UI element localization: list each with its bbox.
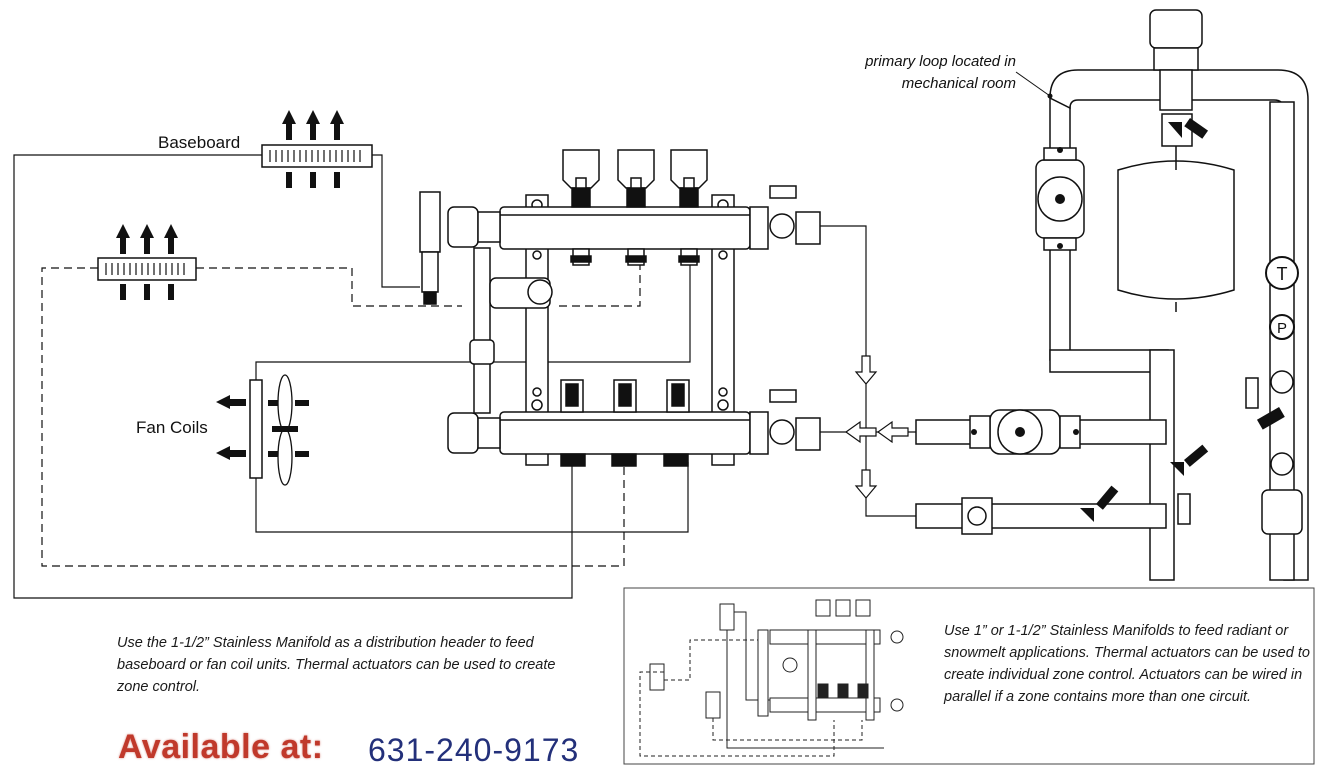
inset-radiant-manifold-diagram — [639, 599, 904, 757]
flow-meters — [560, 379, 690, 413]
stainless-manifold — [419, 149, 821, 467]
fan-coils-label: Fan Coils — [136, 418, 208, 437]
primary-loop-label-line2: mechanical room — [902, 75, 1016, 92]
svg-text:T: T — [1277, 264, 1288, 284]
baseboard-label: Baseboard — [158, 133, 240, 152]
right-caption: Use 1” or 1-1/2” Stainless Manifolds to … — [944, 623, 1310, 705]
phone-number[interactable]: 631-240-9173 — [368, 732, 580, 768]
primary-loop-piping — [915, 9, 1309, 581]
gauge-line-valves — [1177, 370, 1294, 525]
available-at-text: Available at: — [118, 728, 324, 766]
svg-text:P: P — [1277, 320, 1287, 337]
baseboard-unit-lower — [97, 224, 197, 300]
flow-direction-arrows — [844, 355, 909, 499]
baseboard-unit-top — [261, 110, 373, 188]
temperature-gauge: T — [1265, 256, 1299, 290]
thermal-actuators — [562, 149, 708, 208]
pressure-gauge: P — [1269, 314, 1295, 340]
primary-loop-label-line1: primary loop located in — [864, 53, 1016, 70]
inset-frame — [623, 587, 1315, 765]
fan-coil-unit — [216, 374, 309, 486]
primary-loop-details — [971, 117, 1209, 522]
distribution-piping-dashed — [41, 262, 641, 567]
primary-loop-leader — [1015, 71, 1051, 97]
footer-blur — [118, 718, 128, 719]
left-caption: Use the 1-1/2” Stainless Manifold as a d… — [117, 635, 556, 695]
